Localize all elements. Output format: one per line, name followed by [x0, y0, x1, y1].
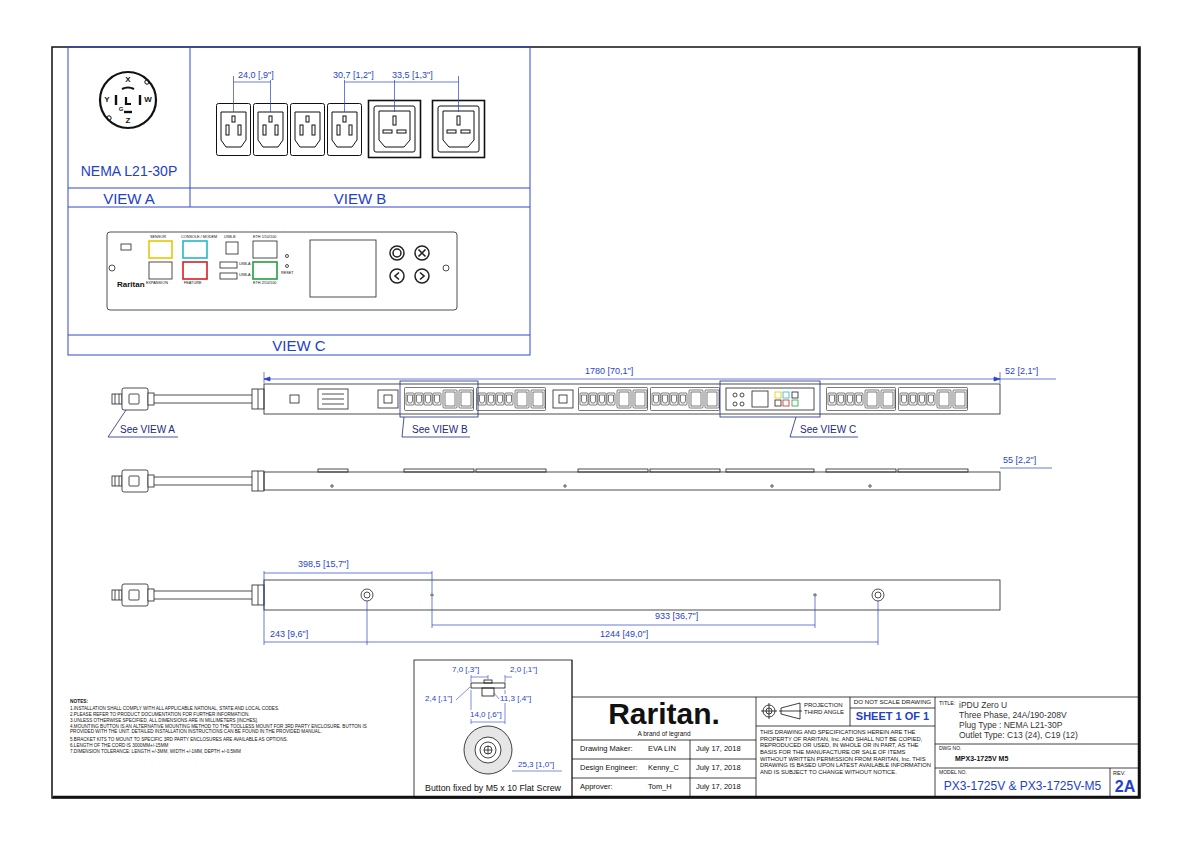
cell-text: VIEW C	[68, 337, 530, 354]
cell-text: MODEL NO.	[939, 770, 989, 776]
callout: See VIEW A	[120, 424, 175, 436]
cell-text: DWG NO.	[939, 746, 979, 752]
dimension: 1244 [49,0"]	[600, 629, 648, 639]
cell-text: PROJECTION THIRD ANGLE	[804, 702, 848, 716]
detail-box: Button fixed by M5 x 10 Flat Screw	[414, 660, 572, 798]
logo-text: Raritan	[117, 280, 145, 289]
dimension: 1780 [70,1"]	[585, 366, 633, 376]
cell-text: EVA LIN	[648, 745, 688, 754]
dimension: 25,3 [1,0"]	[518, 760, 554, 769]
pin-letter: W	[144, 95, 152, 104]
title-cell: DO NOT SCALE DRAWING	[850, 697, 935, 708]
cell-text: A brand of legrand	[572, 730, 756, 737]
signature-row: Design Engineer:Kenny_C July 17, 2018	[572, 759, 756, 778]
cell-text: REV.	[1113, 770, 1139, 776]
port-label: CONSOLE / MODEM	[181, 235, 217, 239]
dimension: 30,7 [1,2"]	[333, 70, 374, 80]
sheet-cell: SHEET 1 OF 1	[850, 708, 935, 726]
pin-letter: Z	[126, 116, 131, 125]
pin-letter: X	[125, 75, 130, 84]
cell-text: VIEW A	[68, 190, 190, 207]
port-label: RESET	[281, 271, 294, 275]
port-label: SENSOR	[150, 235, 166, 239]
cell-text: DO NOT SCALE DRAWING	[850, 699, 935, 705]
note: 4.MOUNTING BUTTON IS AN ALTERNATIVE MOUN…	[70, 724, 370, 735]
view-cell: NEMA L21-30P VIEW A	[68, 47, 190, 207]
cell-text: Raritan.	[572, 699, 756, 729]
cell-text: Approver:	[580, 783, 646, 792]
port-label: FEATURE	[184, 281, 201, 285]
dimension: 2,0 [,1"]	[510, 665, 537, 674]
dimension: 7,0 [,3"]	[452, 665, 479, 674]
dimension: 24,0 [,9"]	[238, 70, 274, 80]
cell-text: 2A	[1110, 779, 1140, 795]
port-label: ETH 1/10/100	[253, 235, 276, 239]
note: 3.UNLESS OTHERWISE SPECIFIED, ALL DIMENS…	[70, 718, 258, 723]
cell-text: Button fixed by M5 x 10 Flat Screw	[414, 783, 572, 793]
dimension: 933 [36,7"]	[655, 611, 698, 621]
cell-text: Drawing Maker:	[580, 745, 646, 754]
cell-text: MPX3-1725V M5	[955, 755, 1105, 763]
disclaimer-cell: THIS DRAWING AND SPECIFICATIONS HEREIN A…	[756, 726, 935, 798]
model-cell: MODEL NO. PX3-1725V & PX3-1725V-M5	[935, 768, 1110, 798]
dimension: 243 [9,6"]	[270, 629, 308, 639]
note: 7.DIMENSION TOLERANCE: LENGTH +/-3MM, WI…	[70, 749, 241, 754]
note: 1.INSTALLATION SHALL COMPLY WITH ALL APP…	[70, 706, 279, 711]
cell-text: Three Phase, 24A/190-208V	[959, 711, 1135, 721]
cell-text: PX3-1725V & PX3-1725V-M5	[935, 780, 1110, 794]
port-label: USB-A	[239, 262, 251, 266]
pin-letter: Y	[104, 95, 109, 104]
cell-text: July 17, 2018	[696, 764, 754, 773]
dimension: 14,0 [,6"]	[470, 710, 502, 719]
drawing-number-cell: DWG NO. MPX3-1725V M5	[935, 744, 1140, 768]
cell-text: July 17, 2018	[696, 745, 754, 754]
cell-text: Tom_H	[648, 783, 688, 792]
cell-text: TITLE:	[939, 700, 958, 706]
cell-text: iPDU Zero U	[959, 701, 1135, 711]
note: 5.BRACKET KITS TO MOUNT TO SPECIFIC 3RD …	[70, 737, 288, 742]
dimension: 398,5 [15,7"]	[298, 559, 349, 569]
cell-text: SHEET 1 OF 1	[850, 711, 935, 722]
cell-text: Plug Type : NEMA L21-30P	[959, 721, 1135, 731]
cell-text: Kenny_C	[648, 764, 688, 773]
cell-text: Outlet Type: C13 (24), C19 (12)	[959, 731, 1135, 741]
cell-text: July 17, 2018	[696, 783, 754, 792]
port-label: USB-A	[239, 273, 251, 277]
note: 2.PLEASE REFER TO PRODUCT DOCUMENTATION …	[70, 712, 250, 717]
logo-cell: Raritan.A brand of legrand	[572, 697, 756, 740]
port-label: EXPANSION	[146, 281, 168, 285]
cell-text: THIS DRAWING AND SPECIFICATIONS HEREIN A…	[760, 729, 931, 776]
signature-row: Approver:Tom_H July 17, 2018	[572, 778, 756, 797]
pin-letter: G	[119, 106, 124, 113]
port-label: USB-B	[224, 235, 236, 239]
note: 6.LENGTH OF THE CORD IS 3000MM+/-15MM	[70, 743, 168, 748]
dimension: 33,5 [1,3"]	[392, 70, 433, 80]
title-cell: TITLE:iPDU Zero UThree Phase, 24A/190-20…	[935, 697, 1140, 744]
callout: See VIEW B	[412, 424, 468, 436]
note: NOTES:	[70, 699, 88, 705]
dimension: 55 [2,2"]	[1003, 455, 1036, 465]
revision-cell: REV. 2A	[1110, 768, 1140, 798]
port-label: ETH 2/10/100	[253, 281, 276, 285]
cell-text: Design Engineer:	[580, 764, 646, 773]
cell-text: NEMA L21-30P	[68, 163, 190, 179]
dimension: 2,4 [,1"]	[425, 694, 452, 703]
projection-cell: PROJECTION THIRD ANGLE	[756, 697, 850, 726]
cell-text: VIEW B	[190, 190, 530, 207]
dimension: 11,3 [,4"]	[500, 694, 531, 703]
dimension: 52 [2,1"]	[1005, 366, 1038, 376]
signature-row: Drawing Maker:EVA LIN July 17, 2018	[572, 740, 756, 759]
callout: See VIEW C	[800, 424, 856, 436]
